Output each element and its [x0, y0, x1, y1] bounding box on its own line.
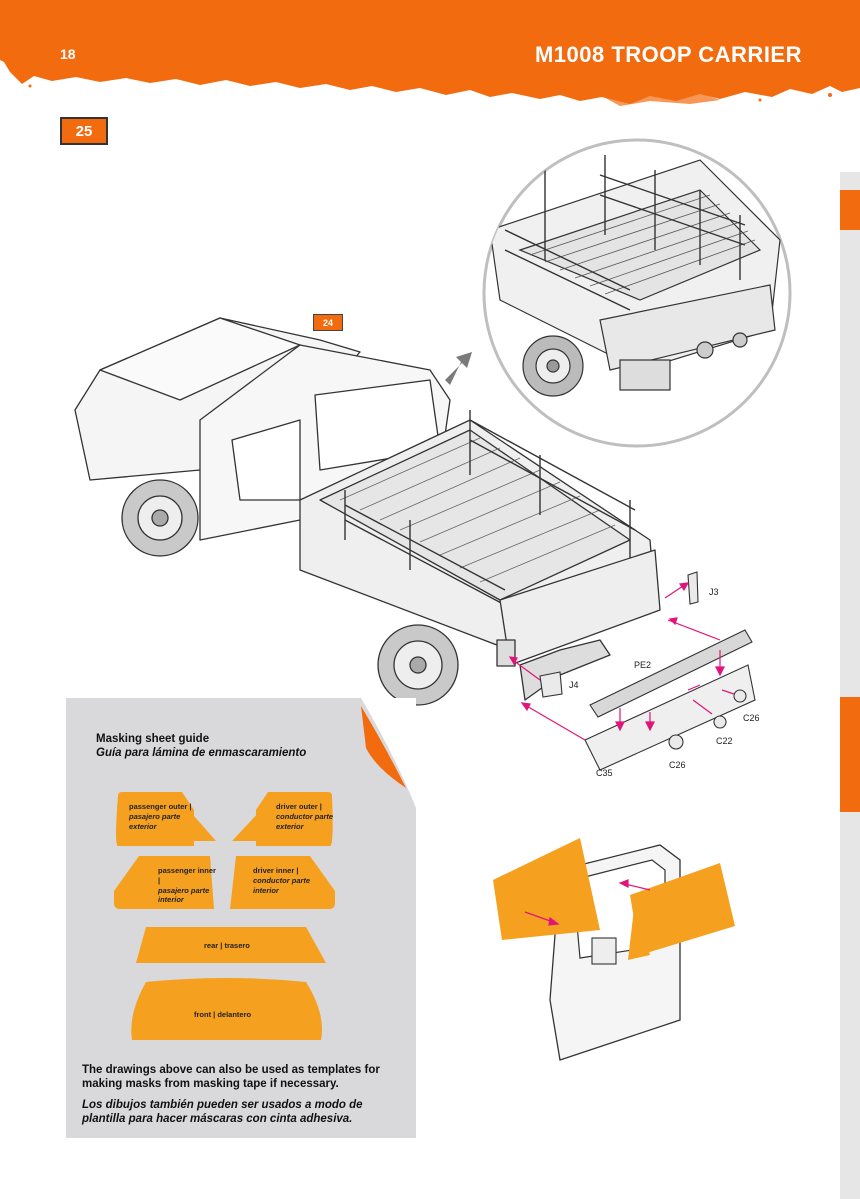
label-driver-outer: driver outer | conductor parte exterior [276, 802, 334, 831]
detail-zoom-circle [482, 138, 792, 448]
door-mask-outer [493, 838, 600, 940]
page-number: 18 [60, 46, 76, 62]
label-passenger-inner: passenger inner | pasajero parte interio… [158, 866, 216, 905]
part-label-j3: J3 [709, 587, 719, 597]
label-rear-window: rear | trasero [204, 941, 250, 950]
part-label-c22: C22 [716, 736, 733, 746]
label-front-windshield: front | delantero [194, 1010, 252, 1019]
mask-driver-outer-quarter [232, 810, 261, 841]
part-label-pe2: PE2 [634, 660, 652, 670]
label-passenger-outer: passenger outer | pasajero parte exterio… [129, 802, 192, 831]
masking-note: The drawings above can also be used as t… [82, 1064, 380, 1090]
part-c26-right [733, 689, 747, 703]
mask-passenger-inner [114, 856, 214, 909]
masking-note-es: Los dibujos también pueden ser usados a … [82, 1099, 363, 1125]
header-torn-banner [0, 0, 860, 106]
masking-title: Masking sheet guide [96, 733, 210, 745]
mask-driver-outer [256, 792, 333, 846]
step-number-box: 25 [60, 117, 108, 145]
masking-sheet-panel: Masking sheet guide Guía para lámina de … [66, 698, 416, 1138]
zoom-arrow-icon [445, 352, 472, 385]
part-c26-bottom [668, 734, 684, 750]
page-title: M1008 TROOP CARRIER [534, 42, 802, 67]
mask-passenger-outer [116, 792, 194, 846]
part-label-c35: C35 [596, 768, 613, 778]
reference-step-box: 24 [313, 314, 343, 331]
side-tab-upper [840, 190, 860, 230]
masking-shapes [114, 698, 416, 1040]
part-c35 [584, 664, 756, 771]
assembly-arrows [508, 582, 735, 741]
part-label-j4: J4 [569, 680, 579, 690]
part-label-c26-right: C26 [743, 713, 760, 723]
masking-title-es: Guía para lámina de enmascaramiento [96, 747, 307, 759]
truck-drawing [74, 317, 661, 706]
mask-front-windshield [131, 978, 322, 1040]
door-mask-inner [630, 863, 735, 955]
mask-rear-window [136, 927, 326, 963]
panel-corner-swoosh [361, 706, 406, 788]
part-j4 [539, 671, 563, 698]
part-c22 [713, 715, 727, 729]
page-header: 18 M1008 TROOP CARRIER [0, 0, 860, 110]
part-pe2 [589, 629, 753, 718]
door-mask-diagram [493, 838, 735, 1061]
part-j3 [687, 571, 699, 605]
side-tab-lower [840, 697, 860, 812]
parts-group [539, 571, 756, 771]
mask-passenger-outer-quarter [187, 808, 216, 841]
label-driver-inner: driver inner | conductor parte interior [253, 866, 311, 895]
side-strip [840, 172, 860, 1199]
panel-corner-cut [361, 698, 416, 808]
mask-driver-inner [230, 856, 335, 909]
part-label-c26-bottom: C26 [669, 760, 686, 770]
